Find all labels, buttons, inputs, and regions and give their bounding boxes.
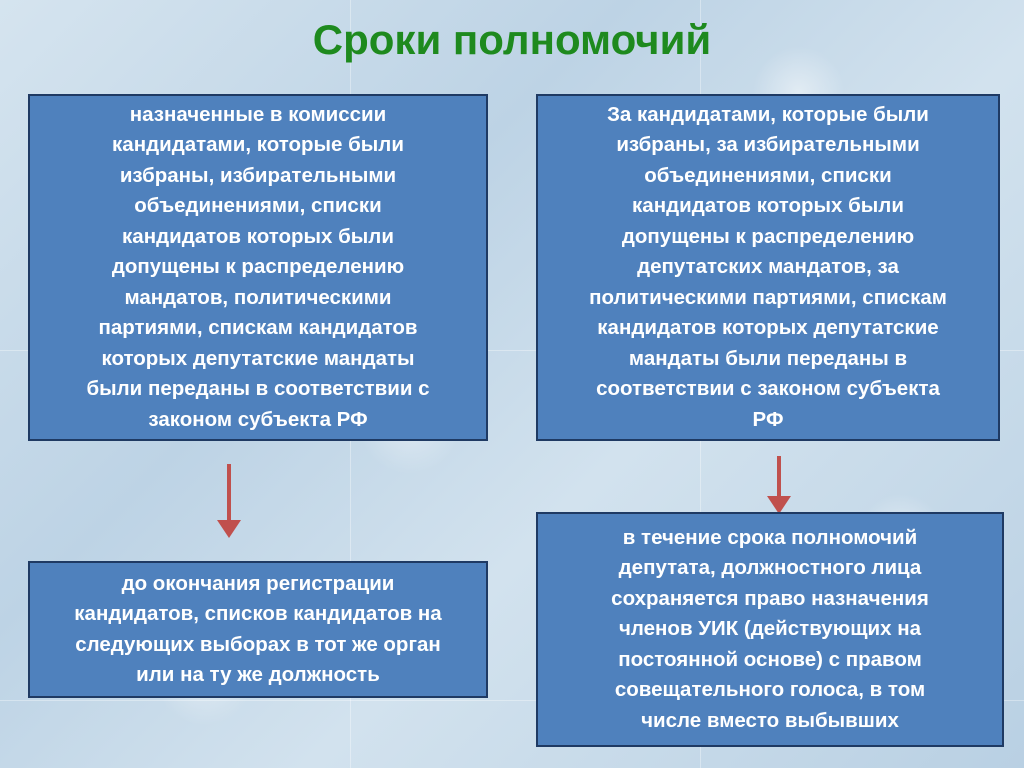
box-text-line: членов УИК (действующих на bbox=[618, 617, 921, 641]
box-term-during-mandate: в течение срока полномочий депутата, дол… bbox=[536, 512, 1004, 747]
box-text-line: которых депутатские мандаты bbox=[101, 346, 415, 370]
box-elected-candidates: За кандидатами, которые были избраны, за… bbox=[536, 94, 1000, 441]
box-text-line: до окончания регистрации bbox=[121, 571, 395, 595]
box-text-line: совещательного голоса, в том bbox=[614, 678, 926, 702]
box-text-line: партиями, спискам кандидатов bbox=[98, 316, 418, 340]
arrow-shaft bbox=[777, 456, 781, 498]
box-text-line: избраны, избирательными bbox=[119, 163, 397, 187]
box-text-line: мандатов, политическими bbox=[124, 285, 392, 309]
box-text-line: назначенные в комиссии bbox=[129, 102, 387, 126]
background-grid-line bbox=[0, 700, 1024, 701]
box-text-line: следующих выборах в тот же орган bbox=[75, 632, 441, 656]
background-grid-line bbox=[0, 350, 1024, 351]
box-text-line: постоянной основе) с правом bbox=[618, 647, 922, 671]
box-text-line: депутатских мандатов, за bbox=[637, 255, 899, 279]
box-text-line: кандидатами, которые были bbox=[112, 133, 404, 157]
box-text-line: сохраняется право назначения bbox=[611, 586, 929, 610]
box-text-line: мандаты были переданы в bbox=[628, 346, 908, 370]
box-term-until-registration: до окончания регистрации кандидатов, спи… bbox=[28, 561, 488, 698]
box-text-line: или на ту же должность bbox=[136, 663, 380, 686]
box-text-line: были переданы в соответствии с bbox=[86, 377, 430, 401]
box-text-line: кандидатов, списков кандидатов на bbox=[74, 602, 442, 625]
arrow-down-right bbox=[767, 456, 791, 514]
box-text-line: кандидатов которых депутатские bbox=[597, 316, 939, 340]
arrow-head-icon bbox=[217, 520, 241, 538]
box-text-line: политическими партиями, спискам bbox=[589, 285, 947, 309]
box-text-line: кандидатов которых были bbox=[122, 224, 394, 248]
arrow-head-icon bbox=[767, 496, 791, 514]
box-text-line: кандидатов которых были bbox=[632, 194, 904, 218]
box-text-line: соответствии с законом субъекта bbox=[596, 377, 940, 401]
box-text-line: избраны, за избирательными bbox=[616, 133, 920, 157]
box-text-line: РФ bbox=[752, 407, 784, 431]
box-text-line: За кандидатами, которые были bbox=[607, 102, 929, 126]
page-title: Сроки полномочий bbox=[312, 16, 712, 63]
box-text-line: депутата, должностного лица bbox=[618, 556, 922, 580]
box-text-line: объединениями, списки bbox=[644, 163, 892, 187]
arrow-shaft bbox=[227, 464, 231, 522]
box-text-line: допущены к распределению bbox=[111, 255, 405, 279]
box-text-line: в течение срока полномочий bbox=[622, 525, 918, 549]
box-text-line: допущены к распределению bbox=[621, 224, 915, 248]
box-text-line: законом субъекта РФ bbox=[148, 407, 368, 431]
arrow-down-left bbox=[217, 464, 241, 538]
box-appointed-members: назначенные в комиссии кандидатами, кото… bbox=[28, 94, 488, 441]
box-text-line: объединениями, списки bbox=[134, 194, 382, 218]
box-text-line: числе вместо выбывших bbox=[641, 708, 899, 732]
